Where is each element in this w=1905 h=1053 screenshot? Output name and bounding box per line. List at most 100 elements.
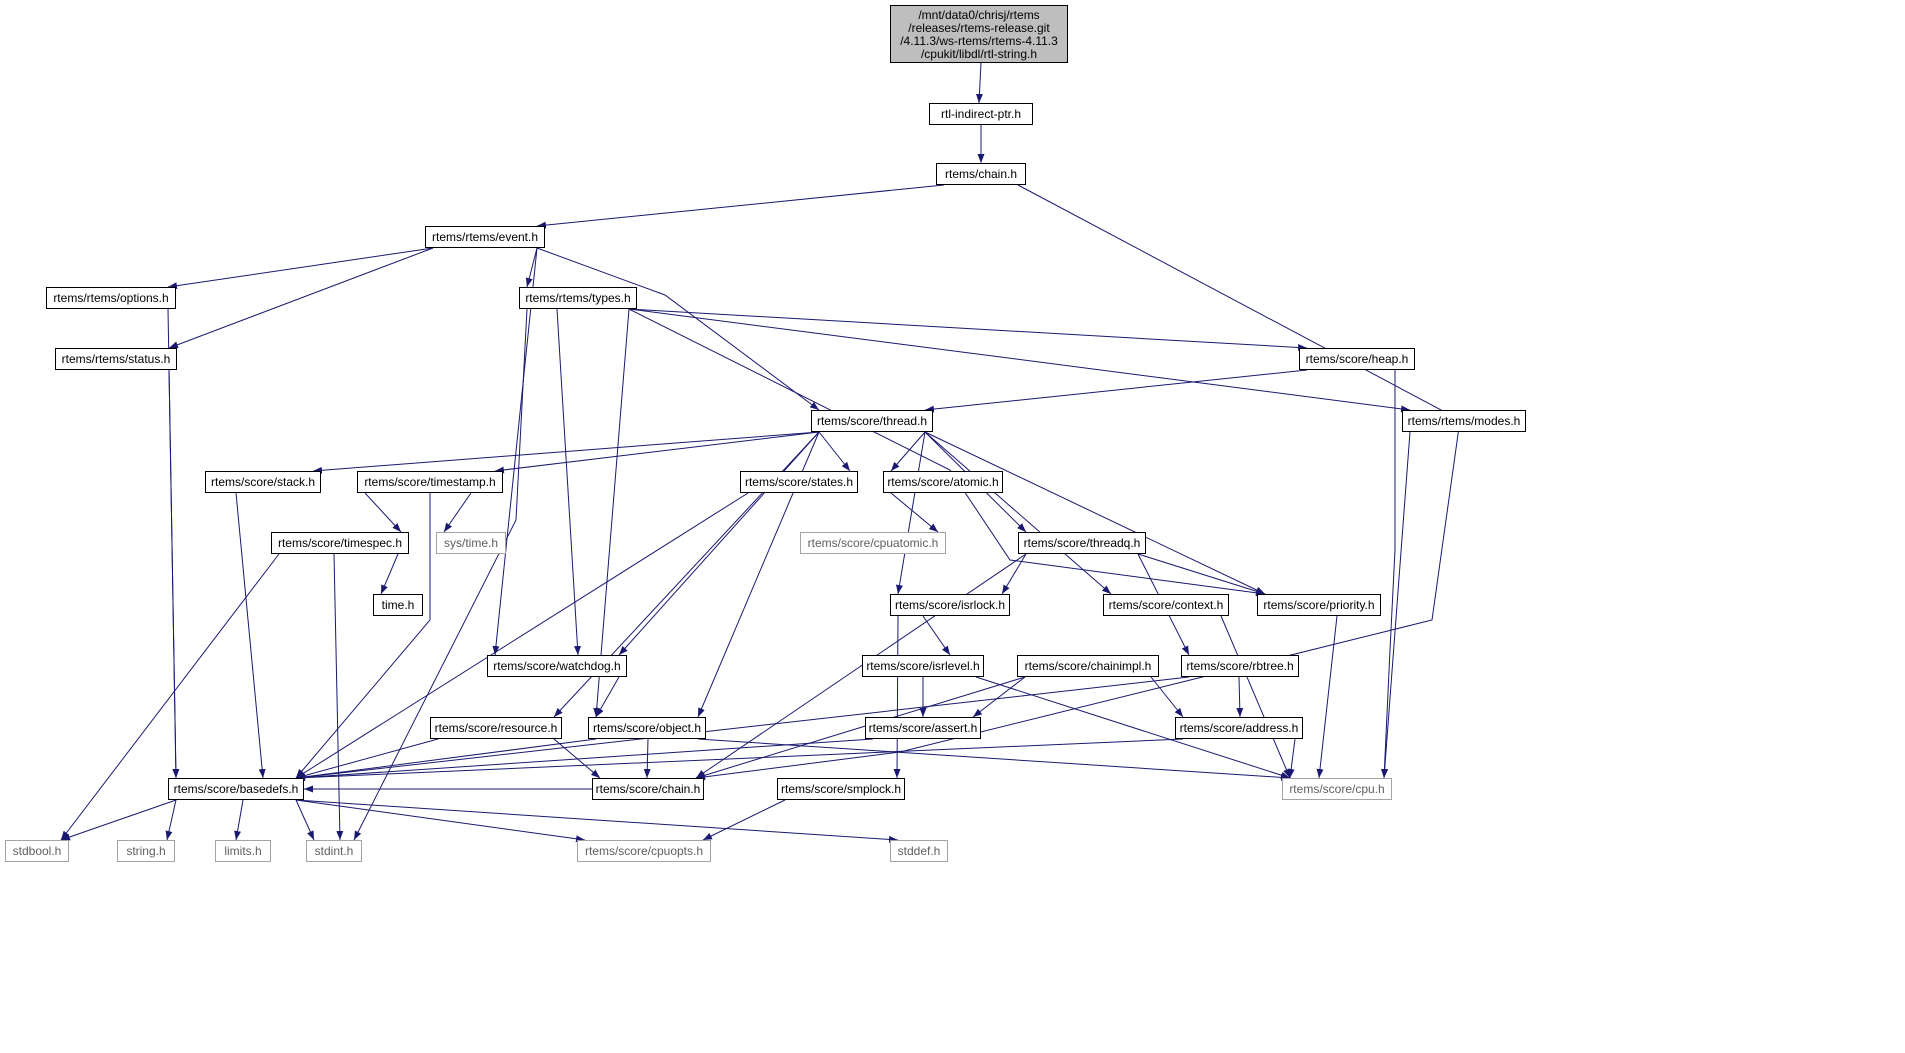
node-rtems-score-states-h[interactable]: rtems/score/states.h	[740, 471, 858, 493]
include-edge	[896, 431, 926, 595]
node-rtems-score-assert-h[interactable]: rtems/score/assert.h	[865, 717, 981, 739]
graph-root-node-rtl-string-h: /mnt/data0/chrisj/rtems /releases/rtems-…	[890, 5, 1068, 63]
node-limits-h: limits.h	[215, 840, 271, 862]
node-rtems-score-context-h[interactable]: rtems/score/context.h	[1103, 594, 1229, 616]
include-edge	[536, 184, 945, 229]
include-edge	[295, 493, 431, 779]
include-edge	[353, 308, 528, 841]
node-rtems-score-address-h[interactable]: rtems/score/address.h	[1175, 717, 1303, 739]
node-rtems-score-watchdog-h[interactable]: rtems/score/watchdog.h	[487, 655, 627, 677]
include-edge	[165, 799, 177, 841]
include-edge	[975, 676, 1291, 779]
include-edge	[1381, 431, 1411, 779]
include-edge	[1137, 553, 1266, 595]
include-edge	[1150, 676, 1184, 718]
include-edge	[1236, 676, 1244, 718]
include-edge	[1316, 615, 1338, 779]
node-stdint-h: stdint.h	[306, 840, 362, 862]
include-edge	[702, 799, 786, 841]
include-edge	[697, 738, 1291, 781]
node-rtems-score-cpuopts-h: rtems/score/cpuopts.h	[577, 840, 711, 862]
node-rtems-score-timestamp-h[interactable]: rtems/score/timestamp.h	[357, 471, 503, 493]
node-rtems-score-chain-h[interactable]: rtems/score/chain.h	[592, 778, 704, 800]
node-rtems-score-isrlock-h[interactable]: rtems/score/isrlock.h	[890, 594, 1010, 616]
include-edge	[643, 738, 651, 779]
node-rtems-score-atomic-h[interactable]: rtems/score/atomic.h	[883, 471, 1003, 493]
node-rtems-score-cpuatomic-h: rtems/score/cpuatomic.h	[800, 532, 946, 554]
include-edge	[364, 492, 402, 533]
include-edge	[695, 553, 1027, 779]
include-edge	[168, 369, 180, 779]
include-edge	[695, 676, 1026, 779]
node-time-h[interactable]: time.h	[373, 594, 423, 616]
include-edge	[295, 738, 597, 781]
node-rtems-rtems-options-h[interactable]: rtems/rtems/options.h	[46, 287, 176, 309]
node-rtems-rtems-types-h[interactable]: rtems/rtems/types.h	[519, 287, 637, 309]
include-edge	[295, 676, 1190, 781]
node-rtems-score-thread-h[interactable]: rtems/score/thread.h	[811, 410, 933, 432]
node-rtems-score-priority-h[interactable]: rtems/score/priority.h	[1257, 594, 1381, 616]
node-rtems-chain-h[interactable]: rtems/chain.h	[936, 163, 1026, 185]
include-edge	[924, 431, 1112, 595]
include-edge	[494, 431, 820, 474]
include-edge	[312, 431, 820, 474]
include-edge	[536, 247, 820, 411]
include-edge	[618, 431, 820, 656]
node-rtl-indirect-ptr-h[interactable]: rtl-indirect-ptr.h	[929, 103, 1033, 125]
include-edge	[60, 553, 280, 841]
include-edge	[556, 308, 581, 656]
include-edge	[295, 799, 899, 843]
node-rtems-score-object-h[interactable]: rtems/score/object.h	[588, 717, 706, 739]
node-rtems-score-resource-h[interactable]: rtems/score/resource.h	[430, 717, 562, 739]
include-edge	[1287, 738, 1296, 779]
node-rtems-score-basedefs-h[interactable]: rtems/score/basedefs.h	[168, 778, 304, 800]
include-edge	[628, 308, 1308, 351]
node-rtems-score-timespec-h[interactable]: rtems/score/timespec.h	[271, 532, 409, 554]
node-rtems-score-heap-h[interactable]: rtems/score/heap.h	[1299, 348, 1415, 370]
node-rtems-rtems-modes-h[interactable]: rtems/rtems/modes.h	[1402, 410, 1526, 432]
include-edge	[553, 738, 601, 779]
node-rtems-score-cpu-h: rtems/score/cpu.h	[1282, 778, 1392, 800]
include-edge	[295, 738, 439, 779]
include-edge	[443, 492, 472, 533]
include-edge	[818, 431, 851, 472]
node-rtems-score-threadq-h[interactable]: rtems/score/threadq.h	[1018, 532, 1146, 554]
node-rtems-rtems-event-h[interactable]: rtems/rtems/event.h	[425, 226, 545, 248]
node-rtems-score-isrlevel-h[interactable]: rtems/score/isrlevel.h	[862, 655, 984, 677]
include-edge	[235, 492, 266, 779]
include-edge	[972, 676, 1026, 718]
node-rtems-score-rbtree-h[interactable]: rtems/score/rbtree.h	[1181, 655, 1299, 677]
include-edge	[890, 492, 939, 533]
node-rtems-score-smplock-h[interactable]: rtems/score/smplock.h	[777, 778, 905, 800]
include-edge	[628, 308, 1411, 413]
node-stddef-h: stddef.h	[890, 840, 948, 862]
node-rtems-score-chainimpl-h[interactable]: rtems/score/chainimpl.h	[1017, 655, 1159, 677]
node-rtems-score-stack-h[interactable]: rtems/score/stack.h	[205, 471, 321, 493]
include-edge	[295, 799, 586, 843]
include-edge	[922, 615, 951, 656]
node-rtems-rtems-status-h[interactable]: rtems/rtems/status.h	[55, 348, 177, 370]
include-edge	[167, 247, 434, 290]
include-edge	[628, 308, 1266, 597]
node-stdbool-h: stdbool.h	[5, 840, 69, 862]
include-edge	[295, 799, 315, 841]
include-edge	[595, 676, 620, 718]
include-edge	[492, 247, 538, 656]
include-edge	[893, 615, 901, 779]
include-edge	[924, 369, 1308, 413]
include-edge	[1001, 553, 1027, 595]
include-edge	[295, 738, 874, 781]
node-sys-time-h: sys/time.h	[436, 532, 506, 554]
include-edge	[333, 553, 344, 841]
include-edge	[380, 553, 399, 595]
include-edge	[295, 492, 749, 779]
include-edge	[1220, 615, 1291, 779]
include-edge	[60, 799, 177, 841]
include-edge	[525, 247, 538, 288]
include-edge	[975, 62, 983, 104]
include-edge	[924, 431, 1266, 595]
include-edge	[695, 184, 1461, 781]
node-string-h: string.h	[117, 840, 175, 862]
